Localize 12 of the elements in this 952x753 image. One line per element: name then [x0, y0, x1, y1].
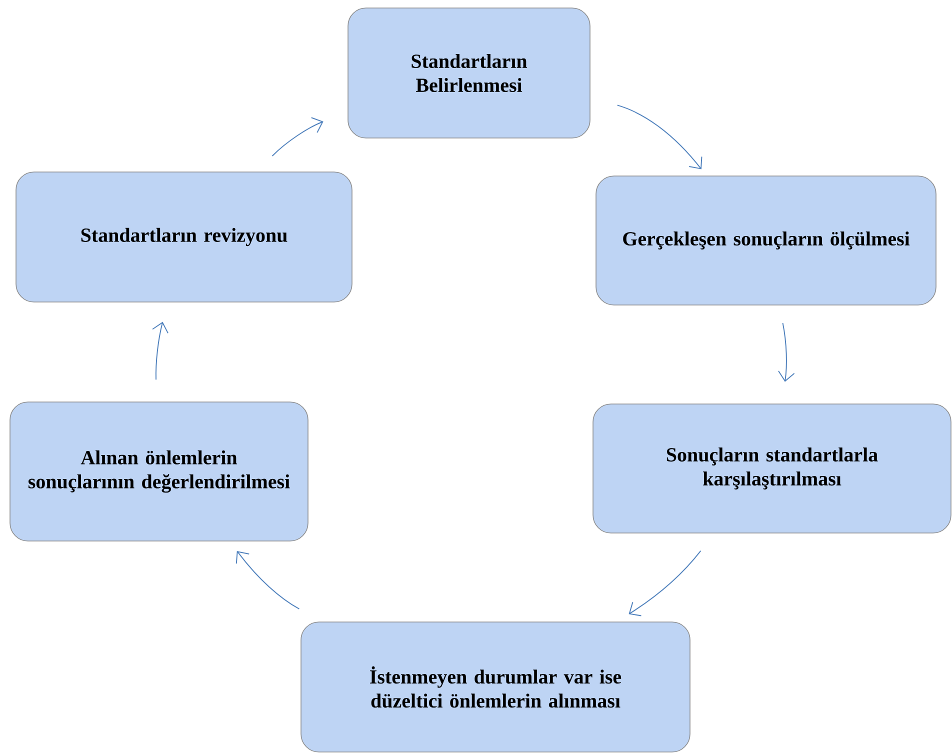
arrow [152, 322, 169, 380]
arrow [236, 550, 300, 610]
arrow [628, 550, 702, 616]
arrow [778, 322, 795, 382]
arrow [616, 104, 702, 170]
process-box: Alınan önlemlerin sonuçlarının değerlendirilmesi [10, 402, 308, 542]
process-box: Standartların Belirlenmesi [348, 8, 590, 138]
arrow [272, 117, 324, 156]
process-box: İstenmeyen durumlar var ise düzeltici önlemlerin alınması [300, 622, 690, 752]
process-box: Gerçekleşen sonuçların ölçülmesi [596, 176, 936, 306]
process-box: Standartların revizyonu [16, 172, 352, 302]
process-box: Sonuçların standartlarla karşılaştırılması [592, 404, 952, 534]
